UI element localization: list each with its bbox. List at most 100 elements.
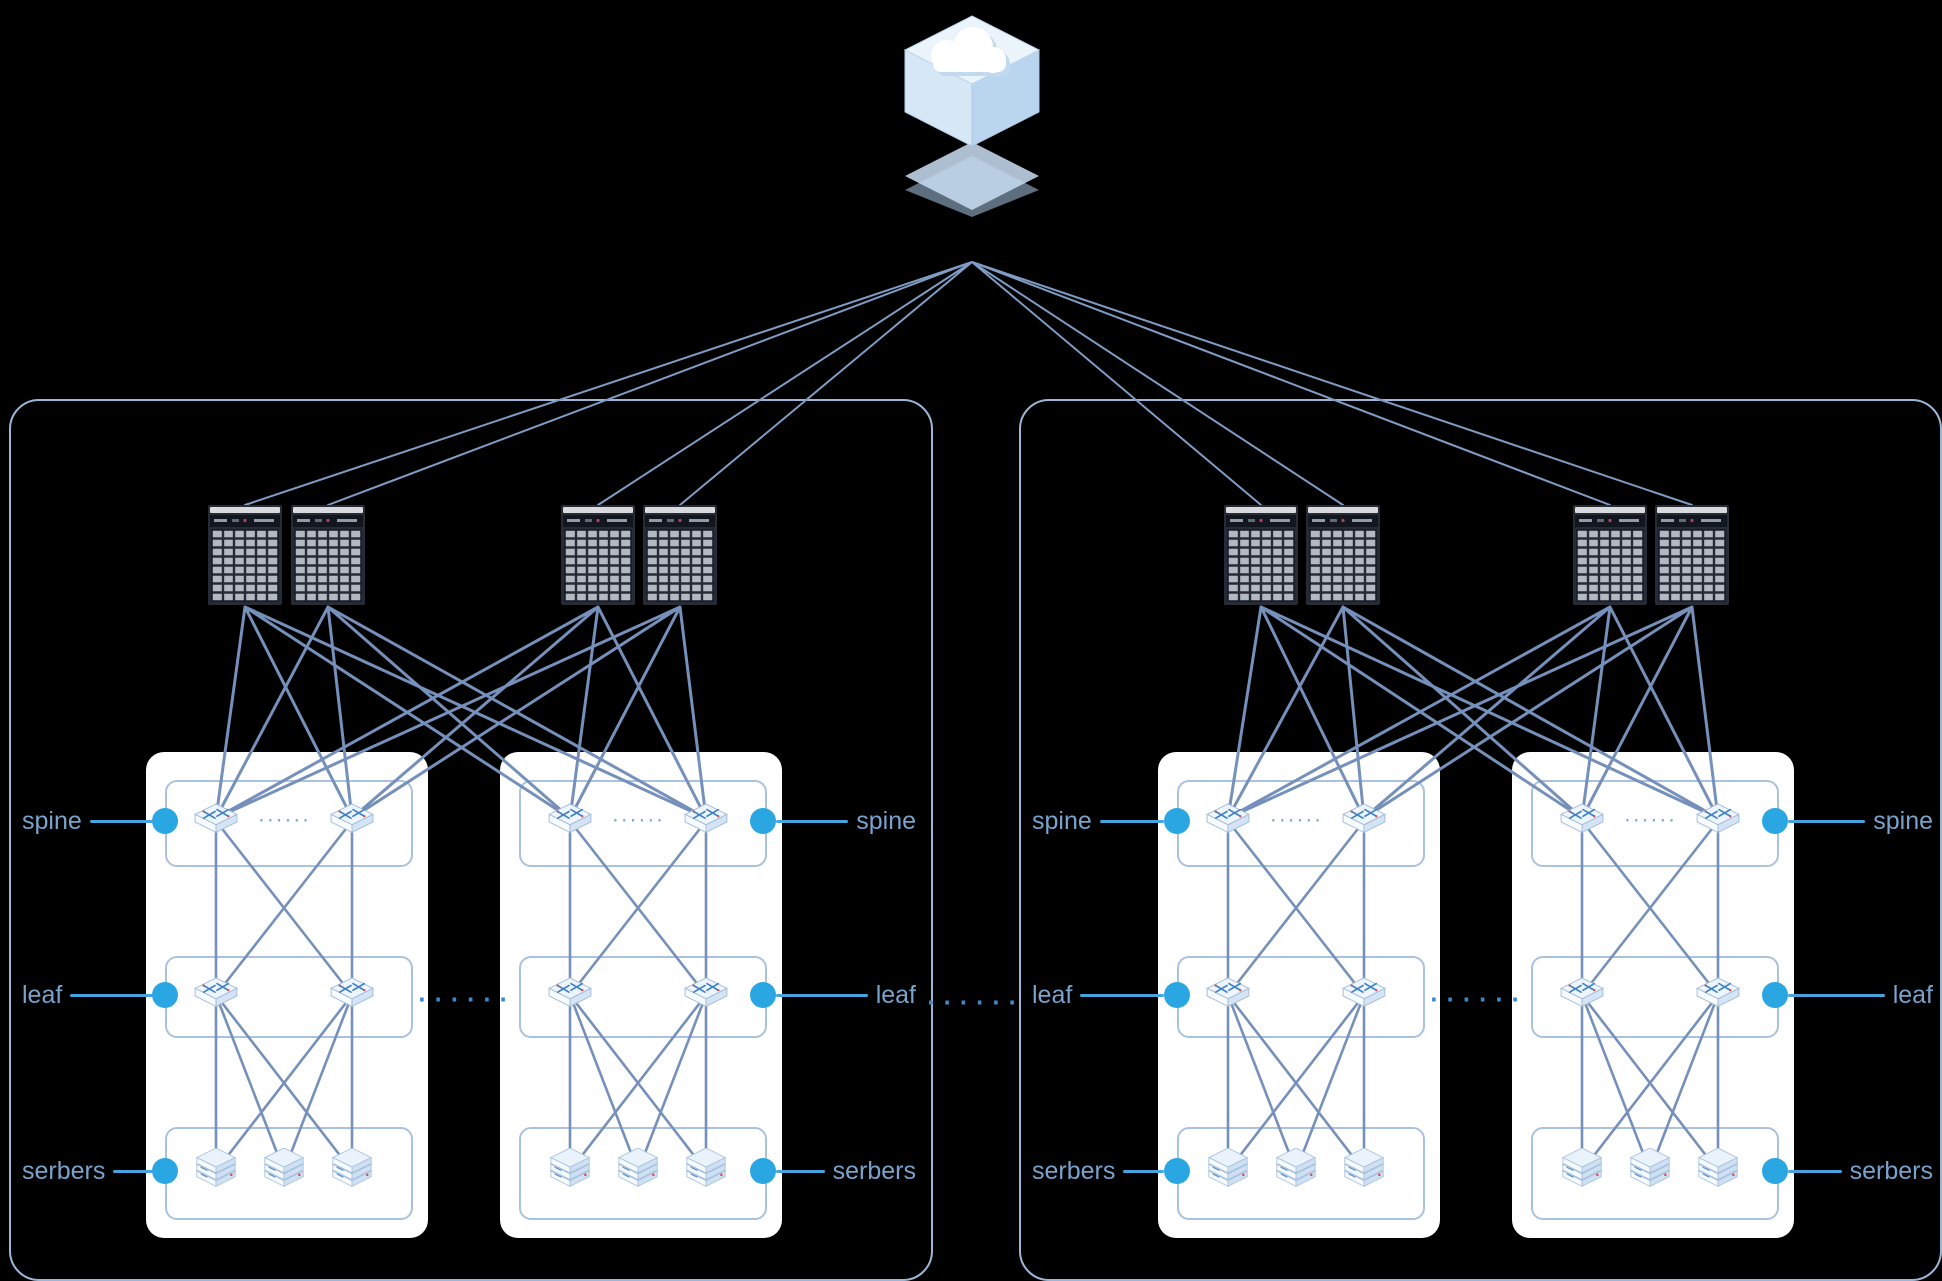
leaf-port-dot [1762, 982, 1788, 1008]
leaf-label-group: leaf [1788, 979, 1933, 1011]
servers-label: serbers [1849, 1156, 1933, 1185]
server-stack-icon [547, 1148, 593, 1194]
server-stack-icon [193, 1148, 239, 1194]
spine-switch-icon [1559, 802, 1605, 840]
leaf-switch-icon [1695, 976, 1741, 1014]
spine-label: spine [1032, 806, 1092, 835]
servers-label-group: serbers [22, 1155, 154, 1187]
label-connector-line [776, 993, 868, 997]
server-stack-icon [1559, 1148, 1605, 1194]
spine-continuation-dots: ...... [611, 810, 665, 826]
label-connector-line [70, 993, 154, 997]
leaf-label-group: leaf [1032, 979, 1164, 1011]
spine-switch-icon [1205, 802, 1251, 840]
cloud-platform-icon [889, 6, 1055, 218]
spine-label-group: spine [1788, 805, 1933, 837]
leaf-switch-icon [329, 976, 375, 1014]
fabric-unit [500, 752, 782, 1238]
core-router-rack [561, 505, 635, 605]
core-to-spine-links-right [1226, 605, 1720, 820]
spine-leaf-server-links [214, 819, 1720, 1173]
label-connector-line [89, 819, 154, 823]
label-connector-line [1080, 993, 1164, 997]
leaf-switch-icon [193, 976, 239, 1014]
leaf-switch-icon [1205, 976, 1251, 1014]
leaf-port-dot [750, 982, 776, 1008]
server-stack-icon [683, 1148, 729, 1194]
spine-label: spine [1873, 806, 1933, 835]
label-connector-line [1788, 1169, 1842, 1173]
continuation-dots: ...... [1427, 982, 1525, 1008]
server-stack-icon [1205, 1148, 1251, 1194]
server-stack-icon [1341, 1148, 1387, 1194]
continuation-dots: ...... [415, 982, 513, 1008]
core-router-rack [208, 505, 282, 605]
pod-left [9, 399, 933, 1281]
spine-port-dot [750, 808, 776, 834]
leaf-port-dot [152, 982, 178, 1008]
leaf-label: leaf [1032, 980, 1073, 1009]
spine-switch-icon [547, 802, 593, 840]
spine-switch-icon [329, 802, 375, 840]
servers-port-dot [152, 1158, 178, 1184]
spine-label-group: spine [776, 805, 916, 837]
spine-port-dot [1762, 808, 1788, 834]
cloud-glyph [931, 27, 1010, 77]
server-stack-icon [615, 1148, 661, 1194]
core-router-rack [1573, 505, 1647, 605]
continuation-dots: ...... [924, 985, 1022, 1011]
leaf-switch-icon [1341, 976, 1387, 1014]
core-to-spine-links-left [214, 605, 708, 820]
label-connector-line [776, 819, 849, 823]
core-router-rack [643, 505, 717, 605]
servers-label-group: serbers [1032, 1155, 1164, 1187]
spine-switch-icon [1341, 802, 1387, 840]
spine-label-group: spine [22, 805, 154, 837]
label-connector-line [1788, 993, 1885, 997]
servers-port-dot [1762, 1158, 1788, 1184]
leaf-switch-icon [683, 976, 729, 1014]
leaf-label-group: leaf [22, 979, 154, 1011]
spine-switch-icon [193, 802, 239, 840]
core-router-rack [1224, 505, 1298, 605]
server-stack-icon [329, 1148, 375, 1194]
leaf-label: leaf [875, 980, 916, 1009]
cloud-to-core-links [244, 261, 1693, 506]
leaf-label-group: leaf [776, 979, 916, 1011]
spine-label-group: spine [1032, 805, 1164, 837]
server-stack-icon [1627, 1148, 1673, 1194]
leaf-label: leaf [22, 980, 63, 1009]
label-connector-line [1123, 1169, 1164, 1173]
servers-port-dot [750, 1158, 776, 1184]
label-connector-line [1788, 819, 1866, 823]
label-connector-line [113, 1169, 154, 1173]
servers-label: serbers [832, 1156, 916, 1185]
servers-label: serbers [22, 1156, 106, 1185]
spine-row [519, 780, 767, 867]
spine-continuation-dots: ...... [257, 810, 311, 826]
spine-continuation-dots: ...... [1623, 810, 1677, 826]
core-router-rack [291, 505, 365, 605]
core-router-rack [1306, 505, 1380, 605]
server-stack-icon [1273, 1148, 1319, 1194]
servers-port-dot [1164, 1158, 1190, 1184]
leaf-label: leaf [1892, 980, 1933, 1009]
spine-switch-icon [683, 802, 729, 840]
spine-port-dot [1164, 808, 1190, 834]
spine-label: spine [856, 806, 916, 835]
servers-label-group: serbers [776, 1155, 916, 1187]
leaf-switch-icon [547, 976, 593, 1014]
server-stack-icon [261, 1148, 307, 1194]
server-stack-icon [1695, 1148, 1741, 1194]
label-connector-line [1099, 819, 1164, 823]
leaf-switch-icon [1559, 976, 1605, 1014]
spine-label: spine [22, 806, 82, 835]
spine-port-dot [152, 808, 178, 834]
servers-label: serbers [1032, 1156, 1116, 1185]
label-connector-line [776, 1169, 825, 1173]
leaf-port-dot [1164, 982, 1190, 1008]
core-router-rack [1655, 505, 1729, 605]
spine-continuation-dots: ...... [1269, 810, 1323, 826]
